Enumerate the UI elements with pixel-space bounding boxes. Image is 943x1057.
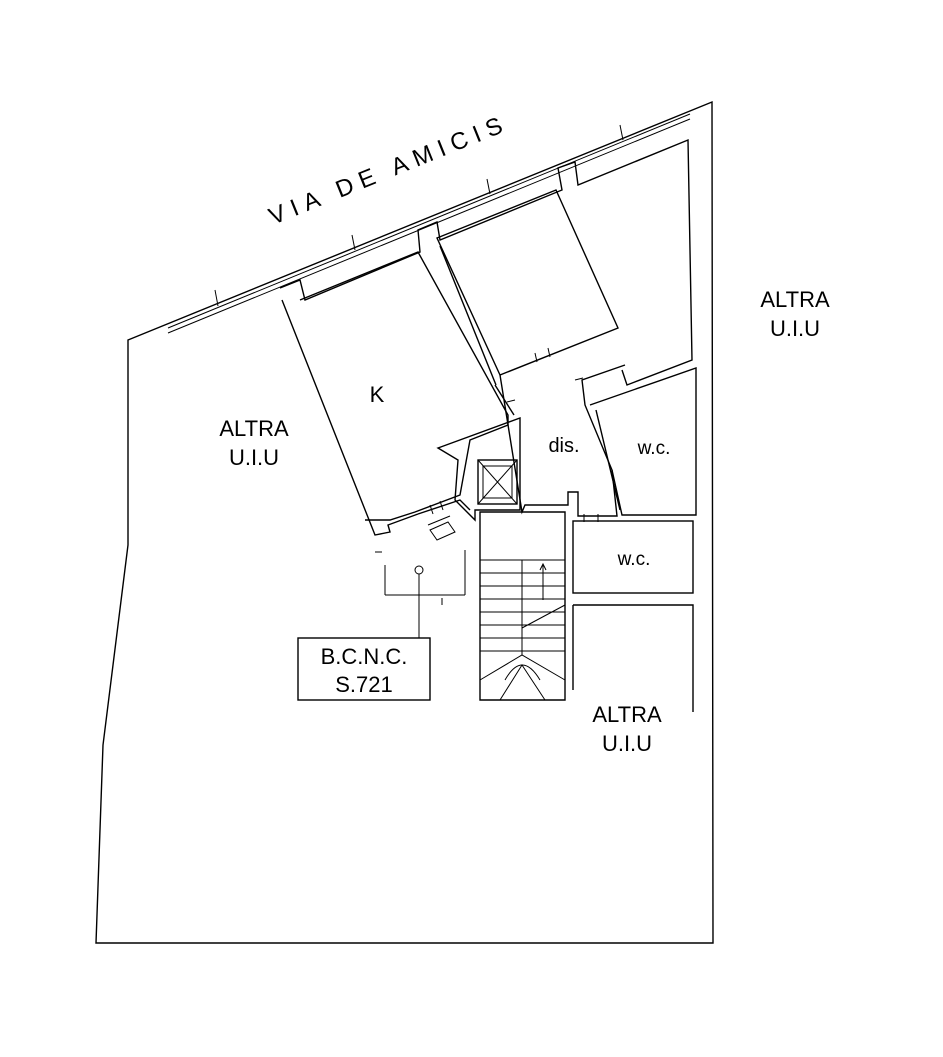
room-hall-label: dis. <box>548 435 579 457</box>
room-middle-walls <box>436 189 619 376</box>
common-parts-box <box>297 637 431 701</box>
room-wc-lower-label: w.c. <box>617 549 651 570</box>
room-kitchen-walls <box>279 138 693 386</box>
other-unit-right-line1: ALTRA <box>760 287 830 312</box>
door-marks <box>429 347 599 522</box>
room-kitchen-label: K <box>370 382 385 407</box>
room-kitchen-inner <box>299 251 509 521</box>
other-unit-bottom-line1: ALTRA <box>592 702 662 727</box>
other-unit-bottom-line2: U.I.U <box>602 731 652 756</box>
building-outline <box>95 100 714 944</box>
staircase <box>479 511 566 701</box>
street-label: VIA DE AMICIS <box>265 109 513 230</box>
other-unit-right-line2: U.I.U <box>770 316 820 341</box>
room-wc-lower-walls <box>572 520 694 594</box>
lift-shaft <box>436 416 521 522</box>
room-wc-upper-walls <box>589 367 697 516</box>
other-unit-left-line2: U.I.U <box>229 445 279 470</box>
room-wc-upper-label: w.c. <box>637 438 671 459</box>
common-area-outline <box>375 515 466 638</box>
common-parts-line2: S.721 <box>335 672 393 697</box>
other-unit-left-line1: ALTRA <box>219 416 289 441</box>
common-parts-line1: B.C.N.C. <box>321 644 408 669</box>
